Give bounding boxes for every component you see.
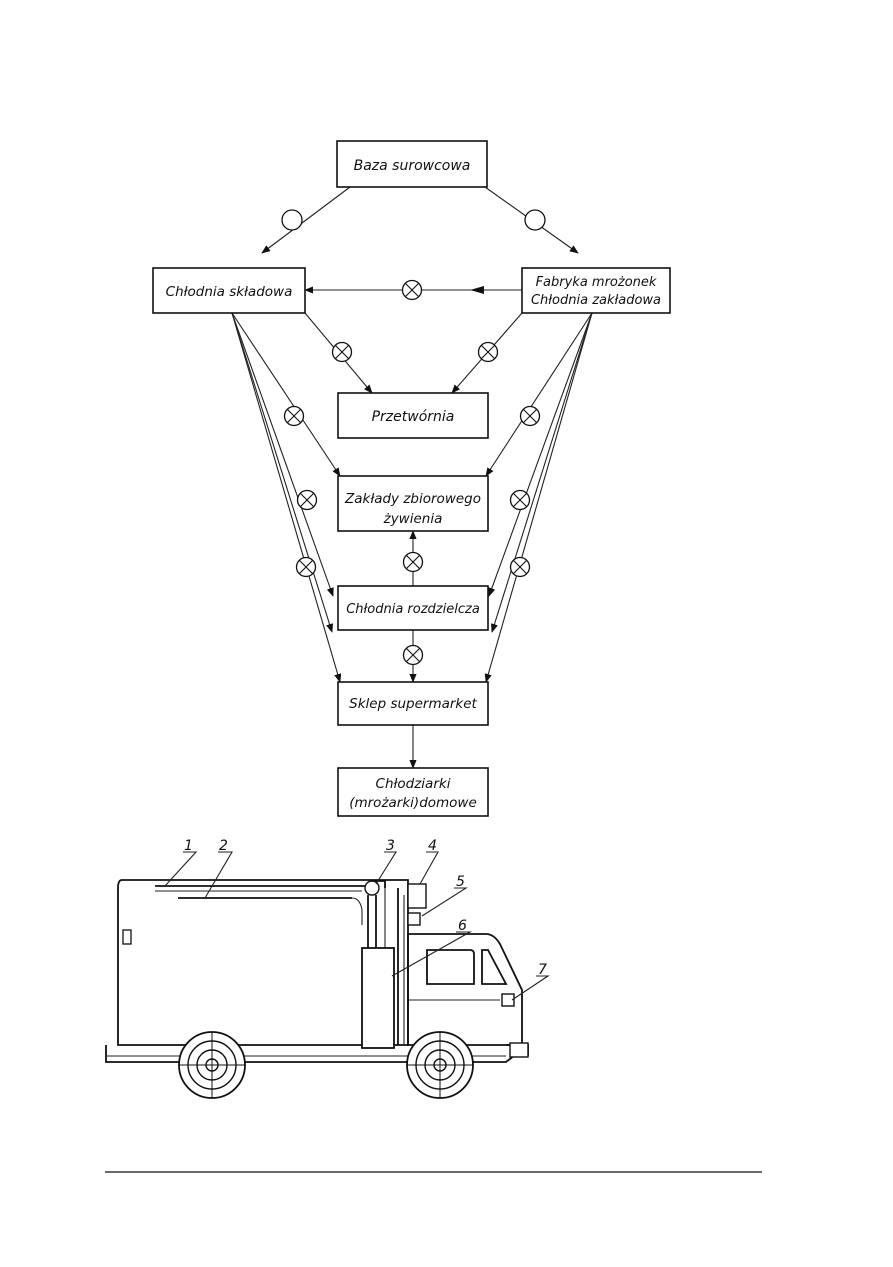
transport-symbols-plain	[281, 209, 546, 231]
node-chlodziarki: Chłodziarki (mrożarki)domowe	[337, 767, 489, 817]
node-sklep-line-1: Sklep supermarket	[349, 696, 477, 712]
pipe-bend	[351, 897, 363, 925]
node-chlodnia-rozdzielcza: Chłodnia rozdzielcza	[337, 585, 489, 631]
node-zaklady-line-2: żywienia	[383, 511, 443, 527]
callout-label-2: 2	[219, 838, 228, 854]
callout-labels: 1 2 3 4 5 6 7	[184, 838, 547, 978]
refrigerated-transport-icon	[283, 405, 305, 427]
callout-leaders	[164, 851, 550, 1001]
front-bumper	[509, 1042, 529, 1058]
cab-window	[426, 949, 475, 985]
node-fabryka-line-1: Fabryka mrożonek	[536, 275, 657, 290]
refrigerated-transport-icon	[477, 341, 499, 363]
node-zaklady-line-1: Zakłady zbiorowego	[344, 491, 481, 507]
flow-connectors	[231, 186, 593, 769]
arrowhead-horizontal-right	[470, 286, 484, 294]
callout-label-1: 1	[184, 838, 193, 854]
edge-fabryka-to-chlodnia-rozdzielcza	[488, 312, 593, 597]
edge-chlodnia-skladowa-to-zaklady	[231, 312, 341, 477]
edge-fabryka-to-zaklady	[485, 312, 593, 477]
refrigerated-transport-icon	[519, 405, 541, 427]
cab-window-front	[481, 949, 508, 985]
vehicle-diagram: 1 2 3 4 5 6 7	[105, 838, 550, 1099]
node-baza-surowcowa: Baza surowcowa	[336, 140, 488, 188]
refrigeration-unit	[361, 947, 395, 1049]
edge-chlodnia-skladowa-to-chlodnia-rozdzielcza	[231, 312, 334, 597]
rear-wheel	[178, 1031, 246, 1099]
truck-cab	[407, 933, 523, 1046]
node-przetwornia-line-1: Przetwórnia	[372, 409, 455, 425]
refrigerated-transport-icon	[331, 341, 353, 363]
transport-circle-icon	[281, 209, 303, 231]
callout-label-4: 4	[428, 838, 437, 854]
node-zaklady: Zakłady zbiorowego żywienia	[337, 475, 489, 532]
callout-label-7: 7	[538, 962, 547, 978]
refrigerated-transport-icon	[509, 489, 531, 511]
front-wheel	[406, 1031, 474, 1099]
transport-symbols-refrigerated	[283, 279, 541, 666]
node-przetwornia: Przetwórnia	[337, 392, 489, 439]
callout-label-6: 6	[458, 918, 467, 934]
flow-diagram: Baza surowcowa Chłodnia składowa Fabryka…	[152, 140, 671, 817]
refrigerated-transport-icon	[402, 644, 424, 666]
sensor-box-icon	[407, 912, 421, 926]
side-vent-icon	[122, 929, 132, 945]
refrigerated-transport-icon	[296, 489, 318, 511]
edge-fabryka-to-sklep-b	[484, 312, 593, 683]
edge-baza-to-chlodnia-skladowa	[261, 186, 351, 254]
controller-box-icon	[407, 883, 427, 909]
node-fabryka: Fabryka mrożonek Chłodnia zakładowa	[521, 267, 671, 314]
node-sklep: Sklep supermarket	[337, 681, 489, 726]
refrigerated-transport-icon	[401, 279, 423, 301]
edge-chlodnia-skladowa-to-sklep-b	[231, 312, 342, 683]
dashboard-panel-icon	[501, 993, 515, 1007]
flow-nodes: Baza surowcowa Chłodnia składowa Fabryka…	[152, 140, 671, 817]
callout-label-5: 5	[456, 874, 465, 890]
top-pipe-link	[372, 880, 386, 888]
transport-circle-icon	[524, 209, 546, 231]
node-chlodnia-skladowa-line-1: Chłodnia składowa	[166, 284, 293, 300]
edge-chlodnia-skladowa-to-sklep-a	[231, 312, 334, 633]
node-fabryka-line-2: Chłodnia zakładowa	[531, 293, 661, 308]
node-baza-line-1: Baza surowcowa	[354, 158, 471, 174]
refrigerated-transport-icon	[295, 556, 317, 578]
node-chlodnia-rozdzielcza-line-1: Chłodnia rozdzielcza	[346, 602, 480, 617]
cargo-body	[117, 879, 409, 1046]
refrigerated-transport-icon	[509, 556, 531, 578]
refrigerated-transport-icon	[402, 551, 424, 573]
edge-fabryka-to-sklep-a	[490, 312, 593, 633]
node-chlodnia-skladowa: Chłodnia składowa	[152, 267, 306, 314]
node-chlodziarki-line-2: (mrożarki)domowe	[349, 795, 477, 811]
node-chlodziarki-line-1: Chłodziarki	[376, 776, 451, 792]
callout-label-3: 3	[386, 838, 395, 854]
